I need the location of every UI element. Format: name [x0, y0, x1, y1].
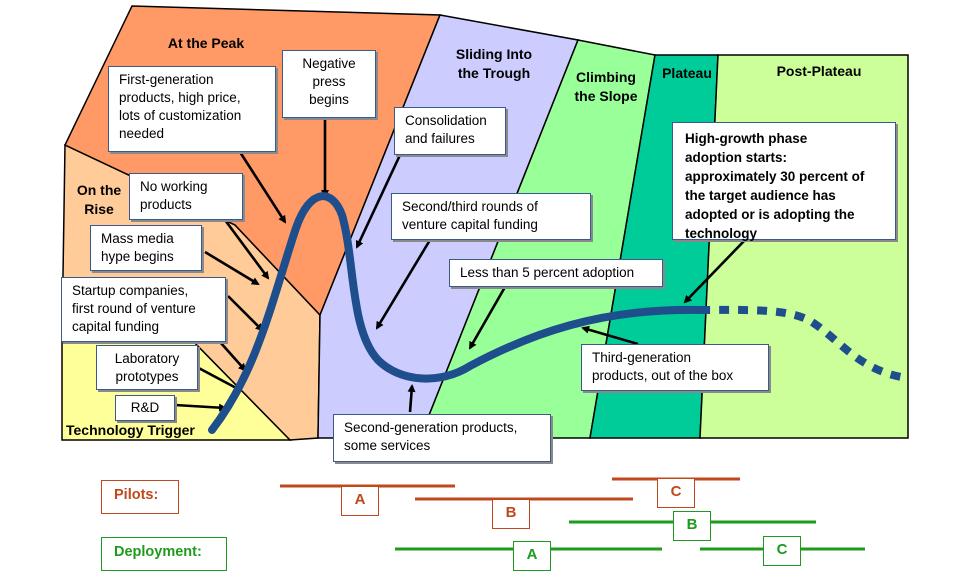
pointer-arrows — [174, 118, 746, 413]
phase-label-post-plateau: Post-Plateau — [776, 63, 862, 79]
arrow-mass-media — [204, 250, 260, 286]
arrow-no-working-products — [223, 219, 270, 280]
arrow-consolidation — [355, 154, 402, 249]
deploy-tag-c: C — [763, 536, 801, 566]
pilots-label: Pilots: — [101, 480, 179, 514]
phase-label-sliding-into-trough: Sliding Into the Trough — [455, 46, 533, 81]
phase-label-on-the-rise: On the Rise — [76, 182, 122, 217]
callout-startup-companies: Startup companies, first round of ventur… — [61, 277, 226, 342]
callout-no-working-products: No working products — [129, 173, 243, 220]
arrow-third-generation — [581, 325, 639, 346]
callout-venture-rounds: Second/third rounds of venture capital f… — [391, 193, 591, 240]
hype-curve — [208, 192, 704, 434]
arrow-less-than-5 — [468, 286, 507, 350]
callout-less-than-5: Less than 5 percent adoption — [449, 259, 663, 287]
phase-label-technology-trigger: Technology Trigger — [66, 422, 195, 438]
pilot-tag-a: A — [341, 486, 379, 516]
phase-label-at-the-peak: At the Peak — [167, 35, 245, 51]
arrow-startup-companies — [227, 295, 264, 332]
deploy-tag-b: B — [673, 511, 711, 541]
phase-label-climbing-slope: Climbing the Slope — [574, 69, 638, 104]
phase-label-plateau: Plateau — [662, 65, 712, 81]
pilot-tag-c: C — [657, 478, 695, 508]
arrow-lab-prototypes-2 — [192, 363, 242, 392]
callout-second-generation: Second-generation products, some service… — [333, 414, 551, 462]
arrow-rnd — [174, 403, 227, 412]
callout-consolidation: Consolidation and failures — [394, 107, 506, 155]
callout-negative-press: Negative press begins — [282, 50, 376, 118]
callout-rnd: R&D — [115, 395, 175, 421]
deployment-label: Deployment: — [101, 537, 227, 571]
callout-high-growth: High-growth phase adoption starts: appro… — [672, 122, 896, 241]
pilot-tag-b: B — [492, 499, 530, 529]
arrow-high-growth — [683, 239, 746, 304]
arrow-lab-prototypes-1 — [219, 341, 247, 372]
callout-first-generation: First-generation products, high price, l… — [108, 66, 276, 152]
deploy-tag-a: A — [513, 541, 551, 571]
callout-laboratory-prototypes: Laboratory prototypes — [96, 345, 198, 390]
arrow-venture-rounds — [375, 239, 432, 330]
hype-curve-projection — [699, 305, 909, 382]
arrow-first-generation — [238, 151, 287, 224]
arrow-second-generation — [407, 384, 416, 413]
callout-mass-media: Mass media hype begins — [90, 225, 202, 271]
callout-third-generation: Third-generation products, out of the bo… — [581, 344, 769, 391]
